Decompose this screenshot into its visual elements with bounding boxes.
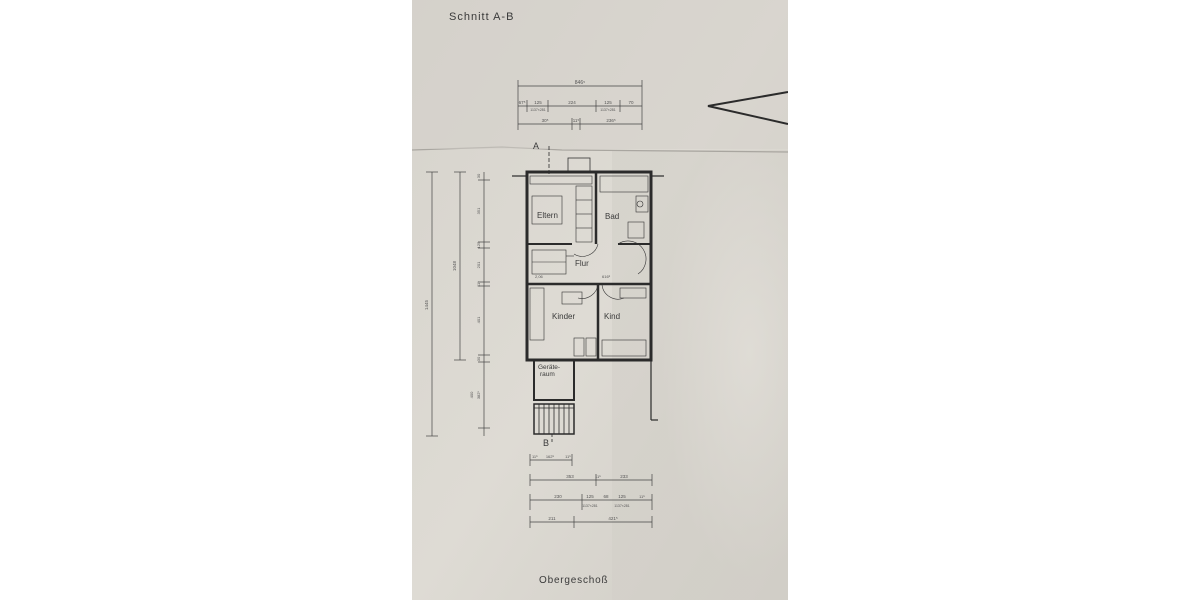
floor-plan-drawing: Schnitt A-B 846⁵ 67⁵ 125 224 125 70 1137… — [412, 0, 788, 600]
dim-label: 30 — [476, 356, 481, 361]
bad-fixtures — [599, 175, 649, 239]
dim-label: 70 — [628, 100, 634, 105]
eltern-wardrobe — [529, 175, 593, 243]
dim-label: 68 — [603, 494, 609, 499]
geraeteraum-walls — [533, 359, 575, 401]
dim-label: 11⁵ — [565, 454, 571, 459]
dim-top-overall: 846⁵ — [575, 80, 585, 86]
dim-label: 224 — [568, 100, 576, 105]
dim-top-mid-row: 67⁵ 125 224 125 70 1137×281 1137×281 — [519, 100, 634, 112]
room-geraete-label-line1: Geräte- — [538, 364, 560, 371]
room-kind-label: Kind — [604, 312, 620, 321]
floor-title: Obergeschoß — [539, 575, 608, 586]
dim-label: 421⁵ — [608, 516, 618, 521]
dim-label: 211 — [548, 516, 556, 521]
dim-label: 30 — [476, 173, 481, 178]
north-arrow-icon — [707, 91, 788, 125]
room-flur-label: Flur — [575, 259, 589, 268]
dim-label: 11⁵ — [573, 118, 580, 123]
dim-top-low-row: 30⁵ 11⁵ 236⁵ — [542, 118, 616, 123]
dim-bottom-row3: 230 125 68 125 11⁵ 1137×281 1137×281 — [554, 494, 645, 508]
bottom-dimensions — [529, 454, 653, 528]
dim-label: 1137×281 — [614, 504, 629, 508]
building-walls — [512, 170, 664, 421]
dim-label: 1137×281 — [600, 108, 615, 112]
dim-label: 125 — [604, 100, 612, 105]
dim-bottom-row1: 11⁵ 162⁵ 11⁵ — [532, 454, 571, 459]
dim-label: 125 — [618, 494, 626, 499]
dim-label: 1137×281 — [530, 108, 545, 112]
dim-label: 67⁵ — [519, 100, 526, 105]
section-marker-b: B — [543, 438, 549, 448]
dim-label: 11⁵ — [639, 494, 645, 499]
dim-label: 230 — [554, 494, 562, 499]
dim-label: 201 — [476, 261, 481, 268]
dim-label: 11⁵ — [532, 454, 538, 459]
stair-dim: 2,06 — [535, 274, 544, 279]
left-dimensions — [426, 171, 490, 437]
dim-label: 125 — [476, 241, 481, 248]
dim-label: 162⁵ — [546, 454, 555, 459]
dim-left-mid: 1048 — [452, 260, 457, 271]
section-marker-a: A — [533, 141, 539, 151]
room-geraete-label-line2: raum — [540, 371, 555, 378]
dim-label: 401 — [476, 316, 481, 323]
dim-bottom-row4: 211 421⁵ — [548, 516, 617, 521]
section-title: Schnitt A-B — [449, 11, 514, 23]
dim-label: 30⁵ — [542, 118, 549, 123]
dim-left-overall: 1445 — [424, 299, 429, 310]
room-bad-label: Bad — [605, 212, 619, 221]
paper-shadow — [612, 150, 788, 600]
flur-width-dim: 616⁵ — [602, 274, 611, 279]
dim-label: 11⁵ — [595, 474, 601, 479]
dim-label: 125 — [534, 100, 542, 105]
dim-label: 125 — [586, 494, 594, 499]
flur-stair — [531, 240, 647, 300]
dim-bottom-row2: 353 11⁵ 233 — [566, 474, 628, 479]
dim-label: 353 — [566, 474, 574, 479]
dim-label: 236⁵ — [606, 118, 616, 123]
room-kinder-label: Kinder — [552, 312, 575, 321]
balcony-grid — [533, 403, 575, 435]
kinder-furniture — [529, 287, 647, 357]
dim-label: 400 — [469, 391, 474, 398]
blueprint-paper: Schnitt A-B 846⁵ 67⁵ 125 224 125 70 1137… — [412, 0, 788, 600]
top-dimensions — [517, 80, 643, 130]
dim-label: 382⁵ — [476, 390, 481, 399]
dim-label: 11⁵ — [476, 281, 481, 287]
room-eltern-label: Eltern — [537, 211, 558, 220]
dim-label: 233 — [620, 474, 628, 479]
dim-label: 1137×281 — [582, 504, 597, 508]
dim-label: 351 — [476, 207, 481, 214]
dim-left-inner: 30 351 125 201 11⁵ 401 30 400 382⁵ — [469, 173, 481, 399]
